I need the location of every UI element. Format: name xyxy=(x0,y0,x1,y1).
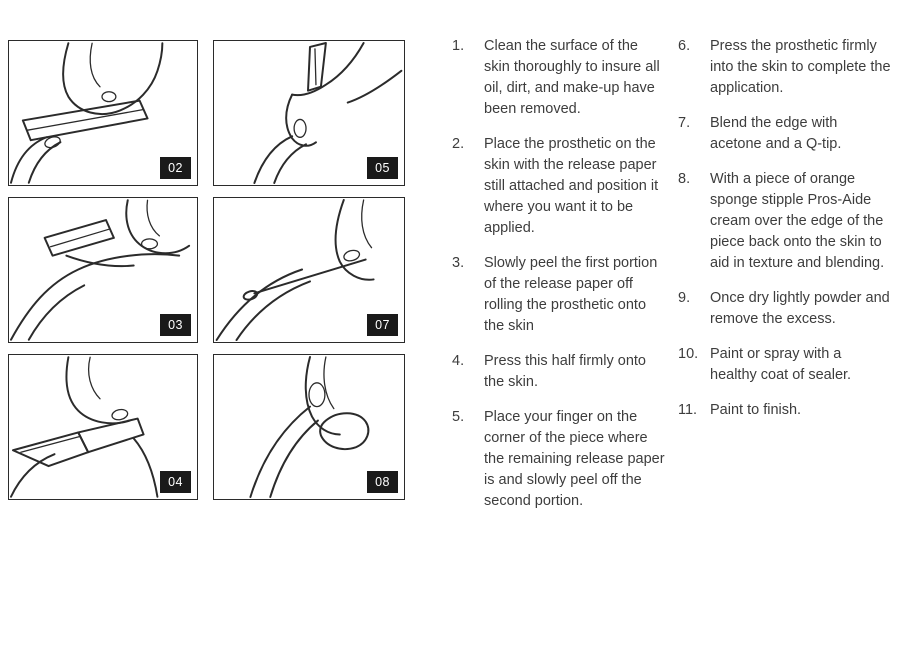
panel-number-badge: 04 xyxy=(160,470,191,493)
fingers-pinching-strip-illustration xyxy=(253,41,403,185)
instruction-item-6: 6. Press the prosthetic firmly into the … xyxy=(678,36,892,99)
instruction-item-11: 11. Paint to finish. xyxy=(678,400,892,421)
instruction-item-3: 3. Slowly peel the first portion of the … xyxy=(452,253,666,337)
instruction-number: 5. xyxy=(452,409,465,426)
instruction-text: With a piece of orange sponge stipple Pr… xyxy=(710,171,885,272)
step-panel-03: 03 xyxy=(8,197,198,343)
instruction-text: Paint to finish. xyxy=(710,402,802,419)
panel-number-badge: 08 xyxy=(367,470,398,493)
pressing-prosthetic-illustration xyxy=(9,356,159,498)
instruction-text-area: 1. Clean the surface of the skin thoroug… xyxy=(452,36,892,512)
instruction-number: 8. xyxy=(678,171,691,188)
step-panel-04: 04 xyxy=(8,354,198,500)
instructions-column-1: 1. Clean the surface of the skin thoroug… xyxy=(452,36,666,512)
hand-with-qtip-illustration xyxy=(215,198,375,342)
step-panel-07: 07 xyxy=(213,197,405,343)
instruction-item-2: 2. Place the prosthetic on the skin with… xyxy=(452,134,666,239)
instruction-text: Paint or spray with a healthy coat of se… xyxy=(710,346,852,384)
instruction-text: Blend the edge with acetone and a Q-tip. xyxy=(710,115,842,153)
panel-number-badge: 03 xyxy=(160,313,191,336)
instruction-text: Clean the surface of the skin thoroughly… xyxy=(484,38,660,118)
instruction-text: Once dry lightly powder and remove the e… xyxy=(710,290,890,328)
instruction-number: 2. xyxy=(452,136,465,153)
instruction-number: 11. xyxy=(678,402,698,419)
instruction-number: 3. xyxy=(452,255,465,272)
instruction-item-1: 1. Clean the surface of the skin thoroug… xyxy=(452,36,666,120)
step-panel-05: 05 xyxy=(213,40,405,186)
instruction-number: 6. xyxy=(678,38,691,54)
instruction-item-7: 7. Blend the edge with acetone and a Q-t… xyxy=(678,113,892,155)
step-panel-08: 08 xyxy=(213,354,405,500)
sponge-stipple-illustration xyxy=(249,355,370,499)
peeling-release-paper-illustration xyxy=(9,199,191,341)
instruction-item-4: 4. Press this half firmly onto the skin. xyxy=(452,351,666,393)
hands-holding-strip-illustration xyxy=(9,42,164,184)
instruction-item-9: 9. Once dry lightly powder and remove th… xyxy=(678,288,892,330)
instruction-number: 9. xyxy=(678,290,691,307)
instruction-number: 4. xyxy=(452,353,465,370)
panel-number-badge: 02 xyxy=(160,156,191,179)
instruction-number: 10. xyxy=(678,346,699,363)
instruction-text: Slowly peel the first portion of the rel… xyxy=(484,255,658,335)
instruction-text: Press this half firmly onto the skin. xyxy=(484,353,646,391)
instruction-item-10: 10. Paint or spray with a healthy coat o… xyxy=(678,344,892,386)
panel-number-badge: 05 xyxy=(367,156,398,179)
instruction-text: Place your finger on the corner of the p… xyxy=(484,409,665,510)
instructions-column-2: 6. Press the prosthetic firmly into the … xyxy=(678,36,892,512)
instruction-text: Press the prosthetic firmly into the ski… xyxy=(710,38,891,97)
instruction-number: 7. xyxy=(678,115,691,132)
instruction-text: Place the prosthetic on the skin with th… xyxy=(484,136,659,237)
instruction-item-5: 5. Place your finger on the corner of th… xyxy=(452,407,666,512)
instruction-number: 1. xyxy=(452,38,465,54)
illustration-grid: 02 05 xyxy=(8,40,405,500)
panel-number-badge: 07 xyxy=(367,313,398,336)
step-panel-02: 02 xyxy=(8,40,198,186)
instruction-item-8: 8. With a piece of orange sponge stipple… xyxy=(678,169,892,274)
